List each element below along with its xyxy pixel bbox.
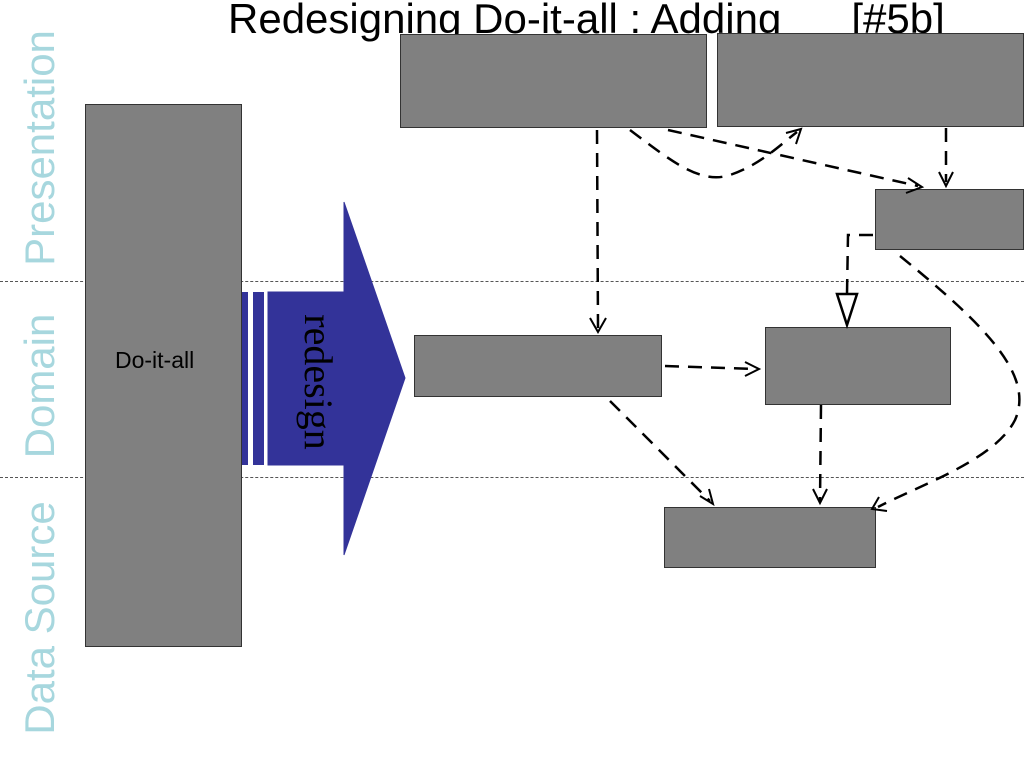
do-it-all-label: Do-it-all xyxy=(115,347,195,373)
inheritance-triangle-domain-right xyxy=(835,292,859,330)
presentation-box-left xyxy=(400,34,707,128)
domain-box-left xyxy=(414,335,662,397)
do-it-all-monolith-box xyxy=(85,104,242,647)
arrowhead-domain-left-top xyxy=(589,317,607,335)
redesign-arrow-stripe-1 xyxy=(242,292,248,465)
domain-box-right xyxy=(765,327,951,405)
arrowhead-pres-small-top xyxy=(938,171,954,189)
arrowhead-data-source-middle xyxy=(812,488,828,506)
connector-domain-right-to-data-source xyxy=(818,404,823,502)
arrowhead-data-source-right xyxy=(870,496,888,512)
layer-divider-presentation-domain xyxy=(0,281,1024,282)
connector-pres-small-to-data-source xyxy=(877,255,1021,509)
data-source-box xyxy=(664,507,876,568)
redesign-arrow-stripe-2 xyxy=(253,292,264,465)
connector-pres-left-to-domain-left xyxy=(595,129,600,329)
arrowhead-data-source-left xyxy=(699,488,715,507)
connector-pres-left-to-pres-small xyxy=(667,128,919,188)
redesign-arrow-shape xyxy=(267,201,406,556)
connector-pres-small-to-domain-right xyxy=(845,233,873,295)
arrowhead-domain-right-left xyxy=(744,361,762,377)
connector-domain-left-to-domain-right xyxy=(664,364,756,371)
connector-domain-left-to-data-source xyxy=(609,400,711,502)
arrowhead-pres-right-bottom xyxy=(785,127,803,145)
connector-pres-left-to-pres-right xyxy=(629,129,798,179)
arrowhead-pres-small-left xyxy=(905,177,925,194)
layer-divider-domain-data-source xyxy=(0,477,1024,478)
